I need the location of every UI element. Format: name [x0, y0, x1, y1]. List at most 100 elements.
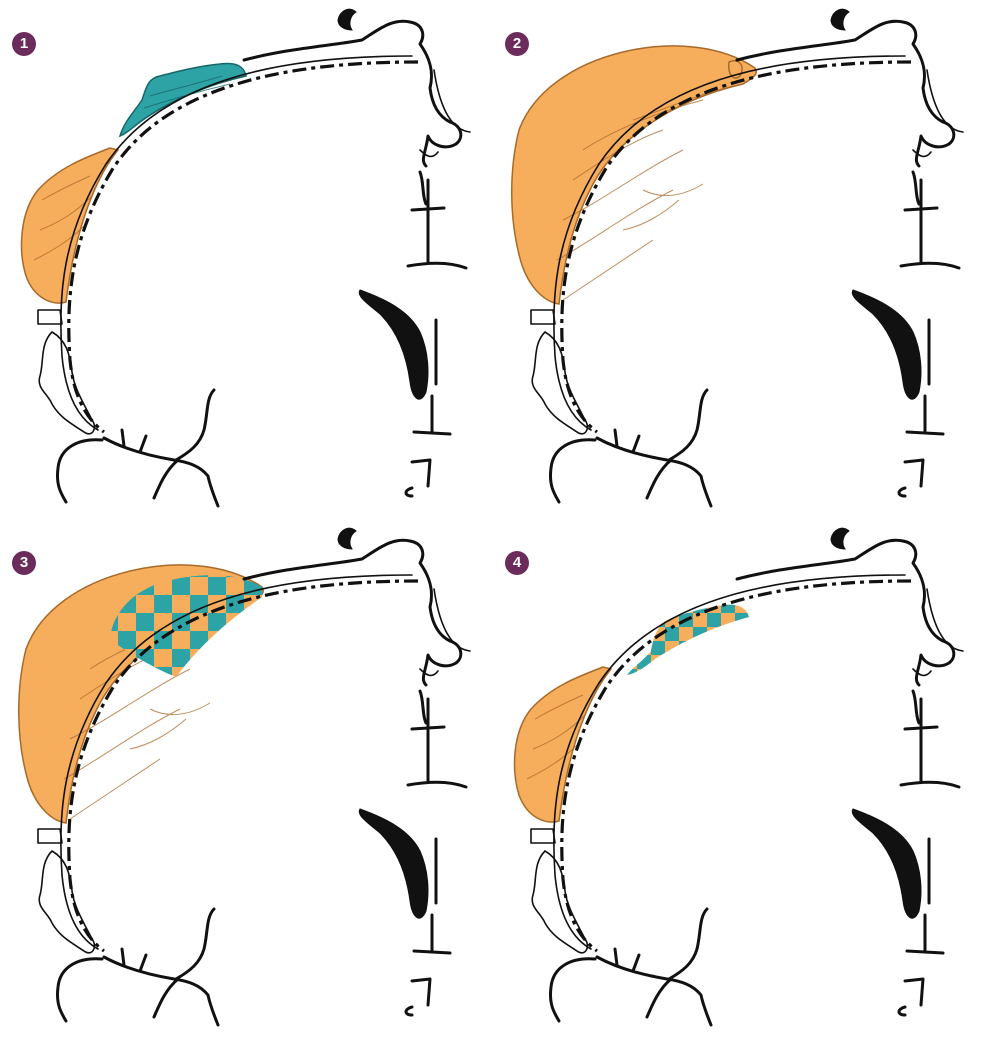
checker-cell: [623, 655, 638, 670]
checker-cell: [707, 627, 722, 642]
panel-3: 3: [0, 519, 493, 1038]
checker-cell: [190, 649, 209, 668]
checker-cell: [735, 627, 750, 642]
skin-contour-line: [61, 56, 412, 430]
panel-illustration: [493, 0, 986, 519]
orbital-rim-shape: [359, 290, 428, 399]
checker-cell: [208, 667, 227, 686]
squiggle-mark: [899, 460, 923, 496]
checker-cell: [172, 595, 191, 614]
chin-outline: [122, 390, 214, 498]
checker-cell: [208, 613, 227, 632]
checker-cell: [226, 649, 245, 668]
panel-2: 2: [493, 0, 986, 519]
checker-cell: [637, 599, 652, 614]
checker-cell: [208, 577, 227, 596]
checker-cell: [262, 649, 281, 668]
checker-cell: [244, 649, 263, 668]
skin-contour-line: [554, 575, 905, 949]
checker-cell: [665, 669, 680, 684]
checker-cell: [172, 685, 191, 704]
brow-tick: [420, 691, 426, 723]
checker-cell: [637, 613, 652, 628]
checker-cell: [665, 627, 680, 642]
checker-cell: [721, 641, 736, 656]
panel-1: 1: [0, 0, 493, 519]
checker-cell: [262, 613, 281, 632]
checker-cell: [136, 595, 155, 614]
chin-outline: [615, 390, 707, 498]
checker-cell: [136, 667, 155, 686]
head-top-mark: [831, 9, 849, 30]
checker-cell: [244, 613, 263, 632]
checker-cell: [707, 613, 722, 628]
checker-cell: [136, 613, 155, 632]
checker-cell: [693, 627, 708, 642]
checker-cell: [679, 655, 694, 670]
checker-cell: [190, 631, 209, 650]
checkered-flap-pattern: [623, 599, 764, 684]
eyelid-contour: [244, 21, 461, 166]
t-mark: [907, 396, 943, 434]
t-mark: [414, 915, 450, 953]
panel-number-badge: 2: [505, 32, 529, 56]
checker-cell: [679, 669, 694, 684]
chin-outline: [122, 909, 214, 1017]
checker-cell: [623, 669, 638, 684]
checker-cell: [665, 655, 680, 670]
checker-cell: [735, 655, 750, 670]
checker-cell: [118, 613, 137, 632]
panel-number-badge: 3: [12, 551, 36, 575]
checker-cell: [154, 649, 173, 668]
checker-cell: [707, 669, 722, 684]
checker-cell: [262, 595, 281, 614]
panel-number-badge: 4: [505, 551, 529, 575]
checker-cell: [749, 655, 764, 670]
checker-cell: [118, 685, 137, 704]
checker-cell: [118, 631, 137, 650]
checker-cell: [172, 631, 191, 650]
checker-cell: [707, 641, 722, 656]
eyelid-contour: [244, 540, 461, 685]
checker-cell: [665, 599, 680, 614]
checker-cell: [262, 631, 281, 650]
checker-cell: [651, 669, 666, 684]
head-top-mark: [831, 528, 849, 549]
brow-tick: [913, 691, 919, 723]
checker-cell: [208, 685, 227, 704]
incision-dashed-line: [69, 62, 418, 432]
checker-cell: [190, 595, 209, 614]
t-mark: [907, 915, 943, 953]
nose-box-mark: [38, 310, 62, 324]
checker-cell: [693, 655, 708, 670]
orbit-cross-mark: [408, 180, 466, 268]
orbital-rim-shape: [359, 809, 428, 918]
orbit-cross-mark: [408, 699, 466, 787]
checker-cell: [651, 613, 666, 628]
panel-illustration: [493, 519, 986, 1038]
checker-cell: [665, 641, 680, 656]
checker-cell: [208, 631, 227, 650]
checker-cell: [749, 599, 764, 614]
checker-cell: [244, 685, 263, 704]
teal-flap: [120, 64, 246, 137]
checker-cell: [693, 669, 708, 684]
incision-dashed-line: [562, 581, 911, 951]
nose-box-mark: [531, 829, 555, 843]
brow-tick: [420, 172, 426, 204]
checker-cell: [707, 655, 722, 670]
checker-cell: [190, 685, 209, 704]
checker-cell: [172, 649, 191, 668]
checker-cell: [721, 627, 736, 642]
eyelid-contour: [737, 21, 954, 166]
checker-cell: [735, 641, 750, 656]
checker-cell: [721, 669, 736, 684]
checker-cell: [693, 641, 708, 656]
checker-cell: [262, 685, 281, 704]
checker-cell: [679, 641, 694, 656]
panel-illustration: [0, 0, 493, 519]
checker-cell: [262, 667, 281, 686]
checker-cell: [651, 641, 666, 656]
checker-cell: [190, 577, 209, 596]
t-mark: [414, 396, 450, 434]
